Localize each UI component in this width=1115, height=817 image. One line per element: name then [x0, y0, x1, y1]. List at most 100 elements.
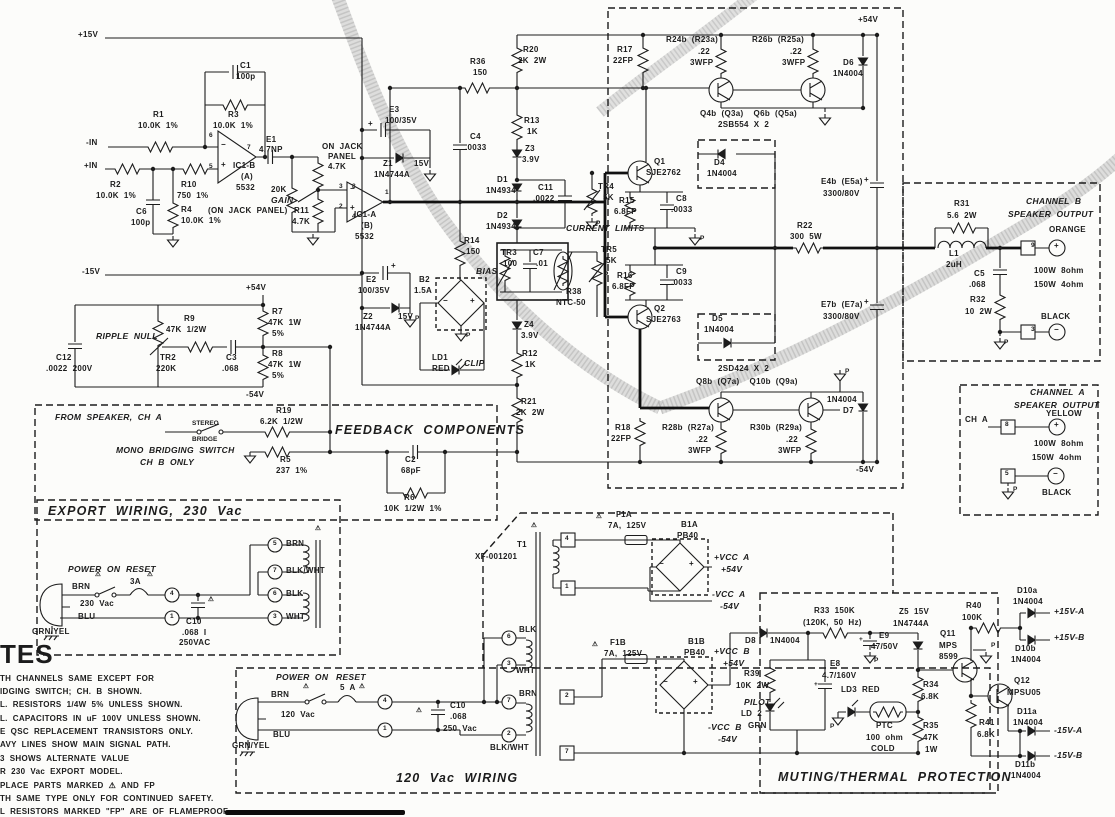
- speaker_b-label: −: [1054, 325, 1059, 334]
- muting-label: 4.7/160V: [822, 671, 857, 680]
- output_stage-label: Q2: [654, 304, 666, 313]
- notes-label: PLACE PARTS MARKED ⚠ AND FP: [0, 781, 155, 790]
- feedback-label: C2: [405, 455, 416, 464]
- wiring_120-label: BLK/WHT: [490, 743, 529, 752]
- muting-label: +: [859, 636, 863, 643]
- power_supply-label: 7A, 125V: [604, 649, 643, 658]
- vreg-label: 100/35V: [385, 116, 417, 125]
- mid_column-label: .0033: [465, 143, 487, 152]
- export_wiring-label: BRN: [72, 582, 91, 591]
- speaker_a-label: CH A: [965, 415, 988, 424]
- power_supply-label: F1B: [610, 638, 627, 647]
- wiring_120-label: ⚠: [303, 683, 309, 690]
- export_wiring-label: ⚠: [95, 571, 101, 578]
- mid_column-label: Z4: [524, 320, 534, 329]
- power_supply-label: −: [659, 559, 664, 568]
- wiring_120-label: 7: [507, 697, 511, 704]
- output_stage-label: 22FP: [611, 434, 632, 443]
- output_stage-label: .22: [790, 47, 803, 56]
- speaker_a-label: 5: [1005, 470, 1009, 477]
- muting-label: D11a: [1017, 707, 1037, 716]
- bias_current_limits-label: 5K: [603, 193, 614, 202]
- speaker_b-label: CHANNEL B: [1026, 196, 1082, 206]
- speaker_a-label: +: [1054, 420, 1059, 429]
- muting-label: 1N4004: [1011, 771, 1041, 780]
- speaker_b-label: SPEAKER OUTPUT: [1008, 209, 1094, 219]
- wiring_120-label: .068: [450, 712, 467, 721]
- output_stage-label: E7b (E7a): [821, 300, 863, 309]
- mid_column-label: RED: [432, 364, 450, 373]
- bias_current_limits-label: NTC-50: [556, 298, 586, 307]
- output_stage-label: .22: [698, 47, 711, 56]
- wiring_120-label: ⚠: [359, 683, 365, 690]
- muting-label: Z5 15V: [899, 607, 930, 616]
- mid_column-label: 1K: [527, 127, 538, 136]
- input_stage-label: 10.0K 1%: [181, 216, 222, 225]
- muting-label: 10K 2W: [736, 681, 770, 690]
- export_wiring-label: ⚠: [147, 571, 153, 578]
- speaker_b-label: C5: [974, 269, 985, 278]
- ripple_null-label: R8: [272, 349, 283, 358]
- input_stage-label: E1: [266, 135, 277, 144]
- notes-label: TH CHANNELS SAME EXCEPT FOR: [0, 674, 155, 683]
- mid_column-label: 150: [473, 68, 488, 77]
- power_supply-label: -VCC B: [708, 722, 742, 732]
- notes-label: L. CAPACITORS IN uF 100V UNLESS SHOWN.: [0, 714, 201, 723]
- input_stage-label: 10.0K 1%: [96, 191, 137, 200]
- muting-label: (120K, 50 Hz): [803, 618, 862, 627]
- wiring_120-label: 2: [565, 692, 569, 699]
- mid_column-label: 1K: [525, 360, 536, 369]
- mid_column-label: +: [470, 296, 475, 305]
- input_stage-label: 10.0K 1%: [138, 121, 179, 130]
- ripple_null-label: .0022 200V: [46, 364, 93, 373]
- rails-label: -54V: [856, 465, 875, 474]
- feedback-label: 237 1%: [276, 466, 308, 475]
- vreg-label: E3: [389, 105, 400, 114]
- input_stage-label: -IN: [86, 138, 98, 147]
- input_stage-label: (ON JACK PANEL): [208, 206, 288, 215]
- muting-label: P: [830, 723, 835, 730]
- muting-label: Q11: [940, 629, 956, 638]
- power_supply-label: PB40: [684, 648, 706, 657]
- mid_column-label: LD1: [432, 353, 449, 362]
- output_stage-label: 3WFP: [778, 446, 802, 455]
- output_stage-label: D6: [843, 58, 854, 67]
- muting-label: R33 150K: [814, 606, 855, 615]
- feedback-label: R5: [280, 455, 291, 464]
- input_stage-label: GAIN: [271, 195, 294, 205]
- muting-label: 100K: [962, 613, 983, 622]
- rails-label: +54V: [858, 15, 879, 24]
- muting-label: 1N4004: [770, 636, 800, 645]
- wiring_120-label: RESET: [336, 672, 366, 682]
- output_stage-label: 3300/80V: [823, 189, 860, 198]
- bias_current_limits-label: TR5: [601, 245, 618, 254]
- output_stage-label: Q1: [654, 157, 666, 166]
- mid_column-label: R12: [522, 349, 538, 358]
- input_stage-label: 100p: [131, 218, 151, 227]
- output_stage-label: .0033: [671, 278, 693, 287]
- vreg-label: +: [368, 119, 373, 128]
- feedback-label: MONO BRIDGING SWITCH: [116, 445, 235, 455]
- bias_current_limits-label: C7: [533, 248, 544, 257]
- power_supply-label: 4: [565, 535, 569, 542]
- speaker_b-label: 3: [1031, 326, 1035, 333]
- output_stage-label: P: [700, 235, 705, 242]
- muting-label: R39: [744, 669, 760, 678]
- bias_current_limits-label: CURRENT LIMITS: [566, 223, 645, 233]
- speaker_a-label: 150W 4ohm: [1032, 453, 1082, 462]
- muting-label: R34: [923, 680, 939, 689]
- output_stage-label: D5: [712, 314, 723, 323]
- power_supply-label: -VCC A: [712, 589, 746, 599]
- ripple_null-label: C3: [226, 353, 237, 362]
- muting-label: 1W: [925, 745, 938, 754]
- power_supply-label: F1A: [616, 510, 633, 519]
- export_wiring-label: GRN/YEL: [32, 627, 70, 636]
- power_supply-label: +VCC B: [714, 646, 750, 656]
- muting-label: P: [991, 642, 996, 649]
- mid_column-label: 2K 2W: [518, 56, 547, 65]
- output_stage-label: R28b (R27a): [662, 423, 715, 432]
- speaker_a-label: 8: [1005, 421, 1009, 428]
- power_supply-label: -54V: [718, 734, 738, 744]
- muting-label: GRN: [748, 721, 767, 730]
